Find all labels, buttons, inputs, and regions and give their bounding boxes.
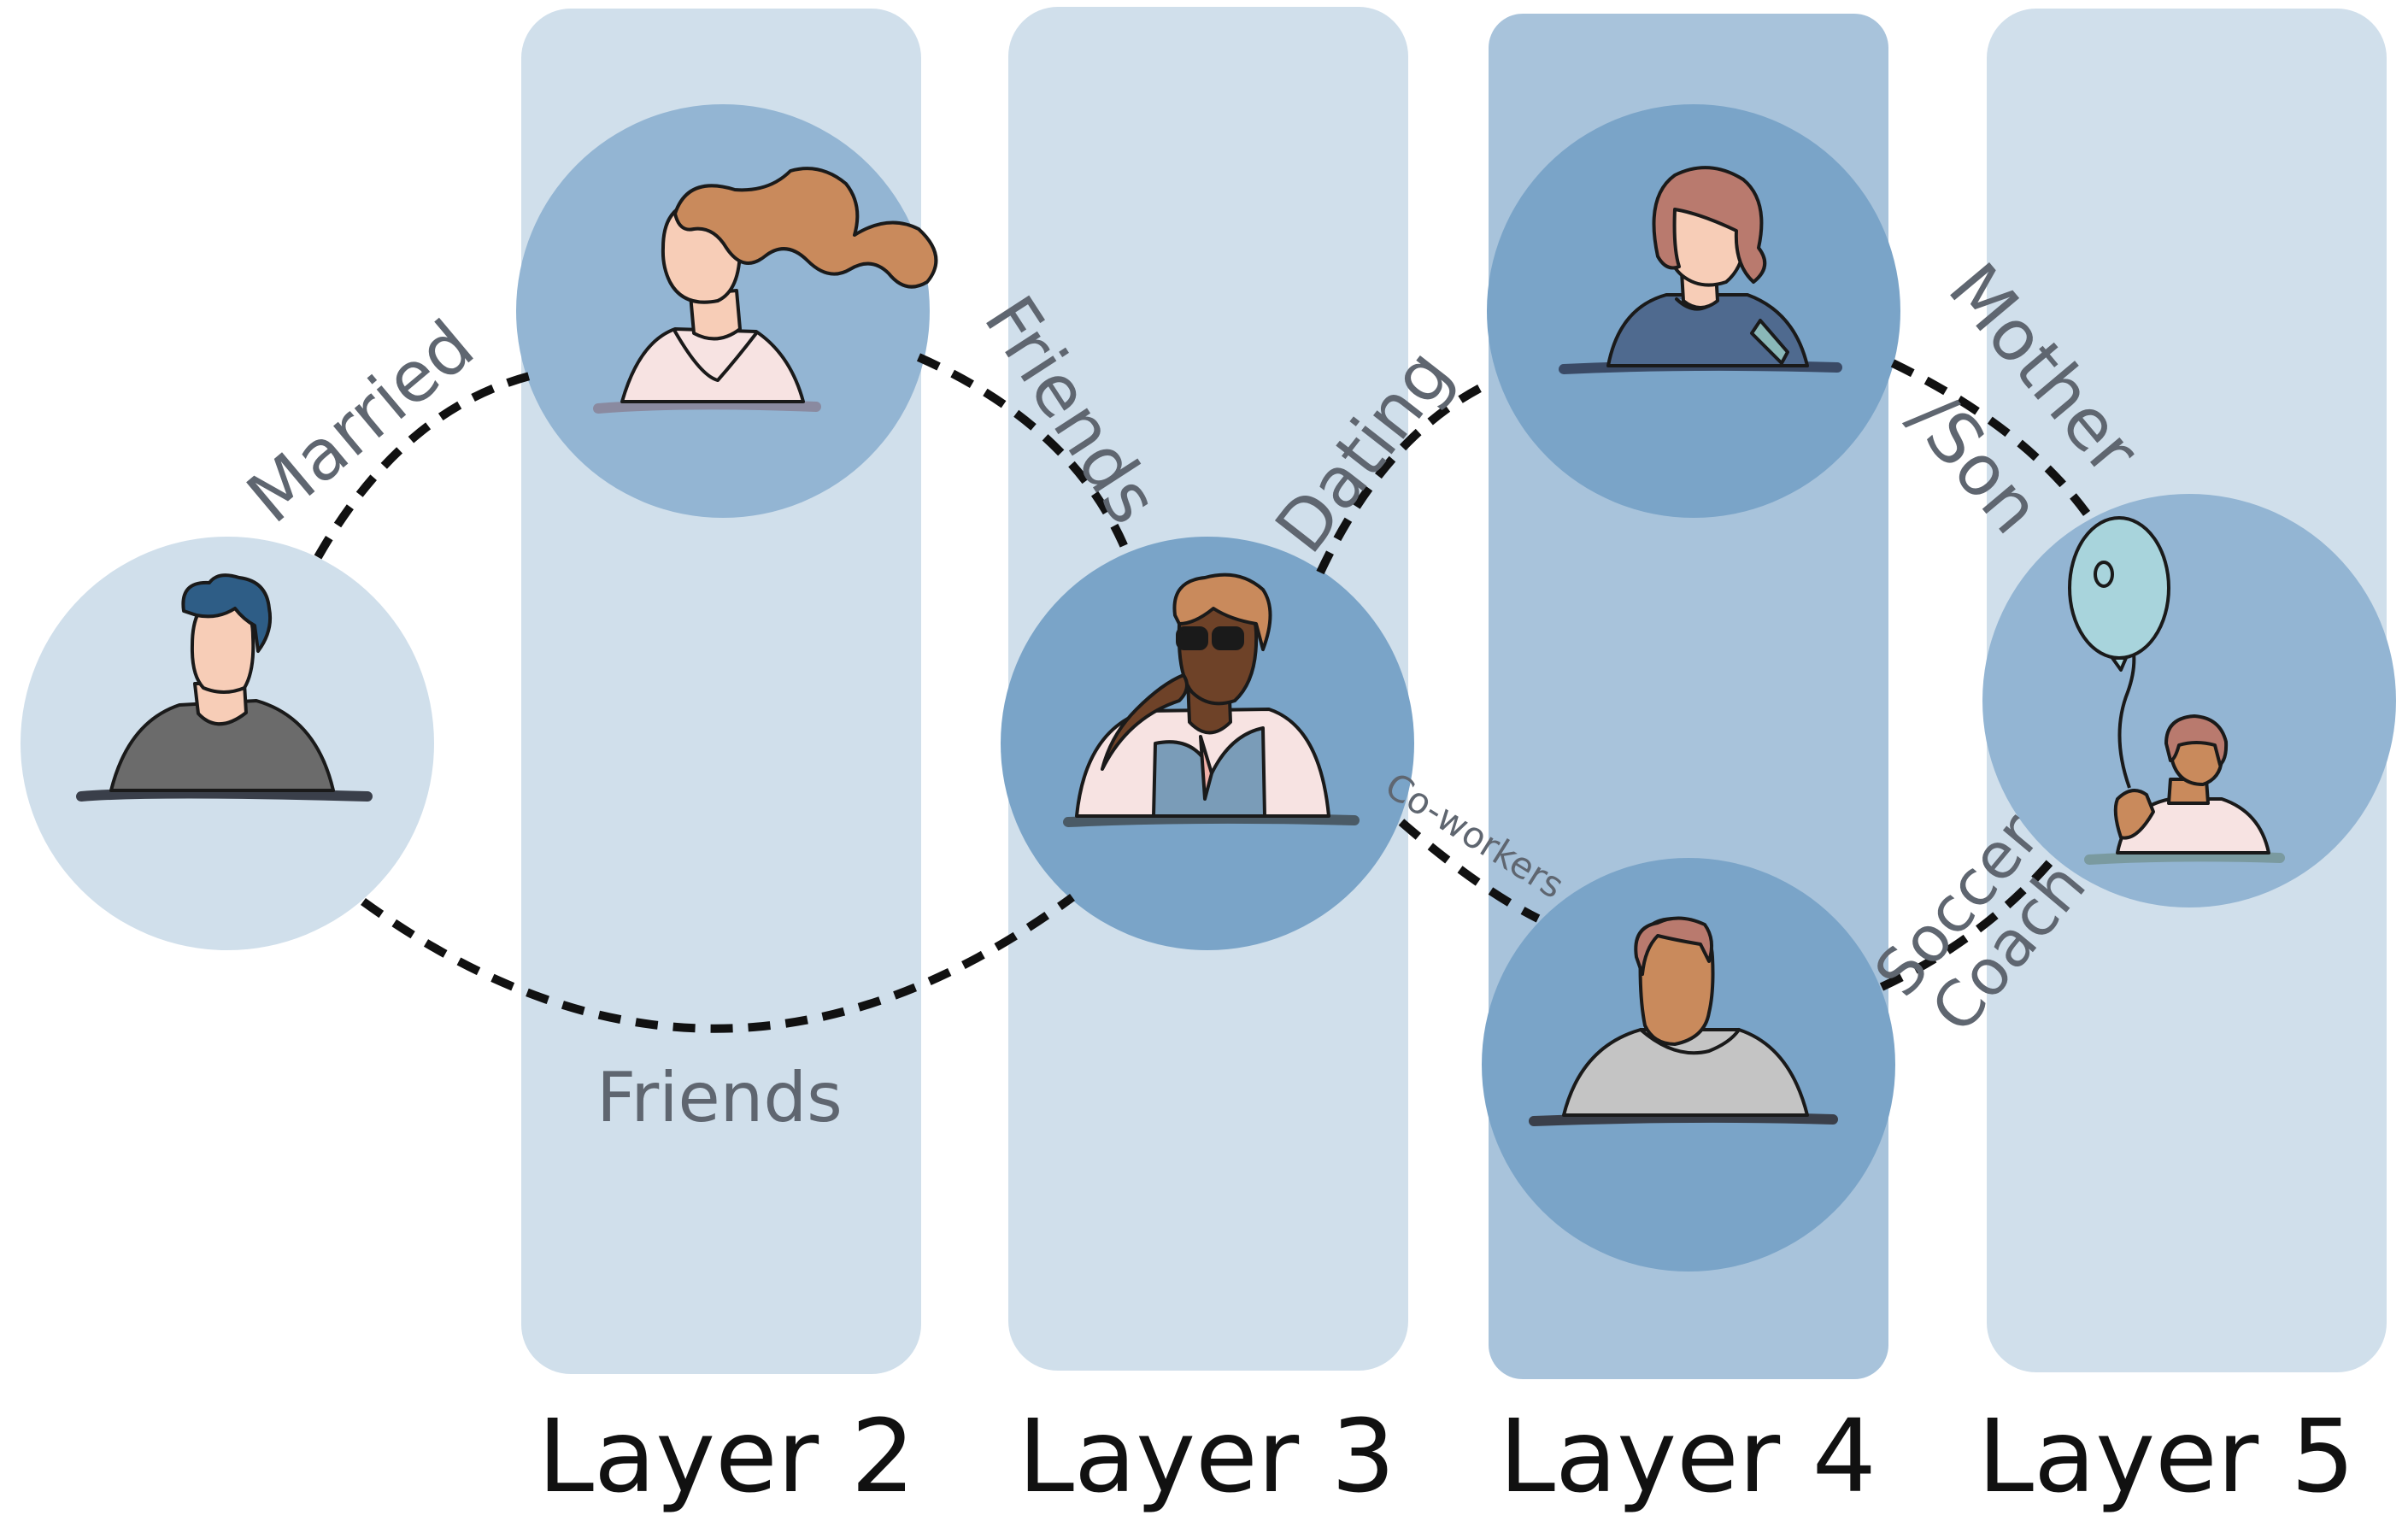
edge-label-married: Married (232, 305, 489, 538)
layer-3-label: Layer 3 (1018, 1397, 1395, 1515)
edge-label-friends-bottom: Friends (596, 1058, 843, 1137)
layer-2-label: Layer 2 (537, 1397, 915, 1515)
layer-5-label: Layer 5 (1977, 1397, 2355, 1515)
balloon-icon (2070, 518, 2169, 658)
layer-4-label: Layer 4 (1499, 1397, 1876, 1515)
